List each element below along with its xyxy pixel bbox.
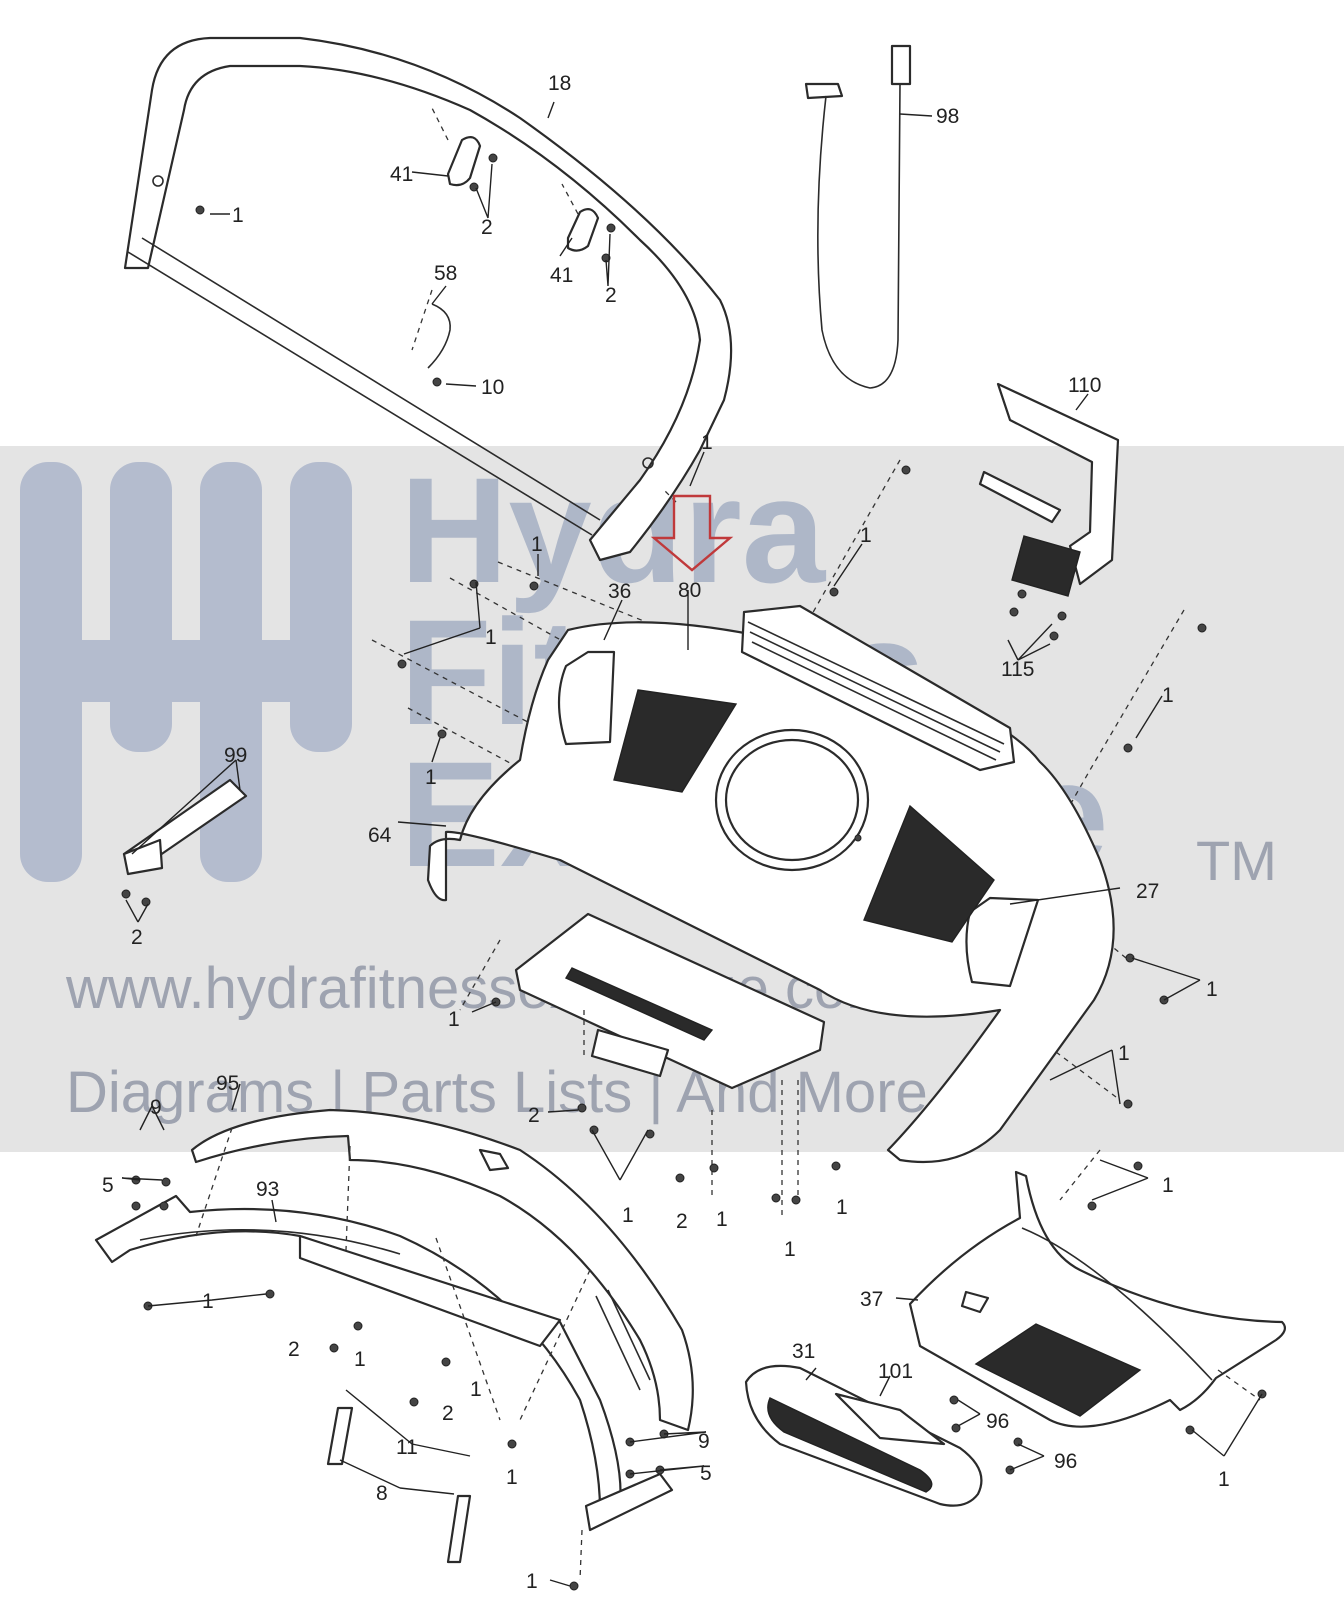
callout-37: 37 [860, 1288, 883, 1311]
hood-screws [131, 1175, 669, 1591]
callout-96: 96 [986, 1410, 1009, 1433]
callout-36: 36 [608, 580, 631, 603]
part-110-bracket [978, 382, 1120, 641]
hydra-logo-icon [20, 462, 352, 882]
callout-31: 31 [792, 1340, 815, 1363]
part-95-hood-cover [190, 1108, 694, 1432]
part-31-grille [744, 1364, 983, 1507]
callout-labels: 18 98 41 2 1 41 2 58 10 110 1 80 36 1 1 … [102, 72, 1230, 1593]
callout-1: 1 [784, 1238, 796, 1261]
callout-2: 2 [481, 216, 493, 239]
callout-1: 1 [701, 431, 713, 454]
callout-96: 96 [1054, 1450, 1077, 1473]
highlight-arrow-icon [650, 494, 734, 572]
hood-guide-lines [195, 1010, 841, 1581]
part-99-bracket [121, 778, 248, 907]
callout-110: 110 [1068, 374, 1101, 397]
callout-99: 99 [224, 744, 247, 767]
callout-1: 1 [1118, 1042, 1130, 1065]
callout-18: 18 [548, 72, 571, 95]
callout-1: 1 [354, 1348, 366, 1371]
callout-2: 2 [131, 926, 143, 949]
callout-1: 1 [1206, 978, 1218, 1001]
watermark-tagline: Diagrams | Parts Lists | And More [66, 1060, 928, 1125]
callout-2: 2 [288, 1338, 300, 1361]
callout-11: 11 [396, 1436, 418, 1459]
callout-80: 80 [678, 579, 701, 602]
callout-2: 2 [605, 284, 617, 307]
callout-1: 1 [1162, 684, 1174, 707]
part-8-pins [326, 1406, 472, 1564]
callout-58: 58 [434, 262, 457, 285]
callout-2: 2 [528, 1104, 540, 1127]
part-58-wire [427, 303, 451, 369]
callout-41: 41 [550, 264, 573, 287]
callout-5: 5 [102, 1174, 114, 1197]
callout-98: 98 [936, 105, 959, 128]
callout-10: 10 [481, 376, 504, 399]
callout-1: 1 [531, 533, 543, 556]
callout-1: 1 [202, 1290, 214, 1313]
callout-1: 1 [425, 766, 437, 789]
part-80-console-housing [426, 604, 1115, 1164]
callout-1: 1 [526, 1570, 538, 1593]
callout-1: 1 [448, 1008, 460, 1031]
callout-2: 2 [676, 1210, 688, 1233]
callout-1: 1 [836, 1196, 848, 1219]
leader-lines [121, 101, 1263, 1587]
callout-64: 64 [368, 824, 392, 847]
part-37-motor-hood [908, 1149, 1286, 1435]
callout-2: 2 [442, 1402, 454, 1425]
callout-1: 1 [860, 524, 872, 547]
part-41-brackets [195, 107, 616, 387]
callout-101: 101 [878, 1360, 913, 1383]
callout-1: 1 [1218, 1468, 1230, 1491]
part-98-cable [804, 44, 912, 389]
callout-93: 93 [256, 1178, 279, 1201]
callout-1: 1 [232, 204, 244, 227]
callout-41: 41 [390, 163, 413, 186]
hood-vent-grille [974, 1323, 1142, 1417]
callout-1: 1 [485, 626, 497, 649]
callout-1: 1 [470, 1378, 482, 1401]
part-18-upright-frame [123, 36, 733, 562]
callout-1: 1 [716, 1208, 728, 1231]
callout-5: 5 [700, 1462, 712, 1485]
callout-8: 8 [376, 1482, 388, 1505]
callout-27: 27 [1136, 880, 1159, 903]
callout-9: 9 [698, 1430, 710, 1453]
callout-1: 1 [622, 1204, 634, 1227]
callout-95: 95 [216, 1072, 239, 1095]
part-36-cup-left [557, 650, 616, 746]
callout-1: 1 [506, 1466, 518, 1489]
callout-1: 1 [1162, 1174, 1174, 1197]
watermark-trademark: TM [1196, 829, 1277, 892]
callout-115: 115 [1001, 658, 1034, 681]
part-93-hood-base [94, 1194, 674, 1532]
callout-9: 9 [150, 1096, 162, 1119]
